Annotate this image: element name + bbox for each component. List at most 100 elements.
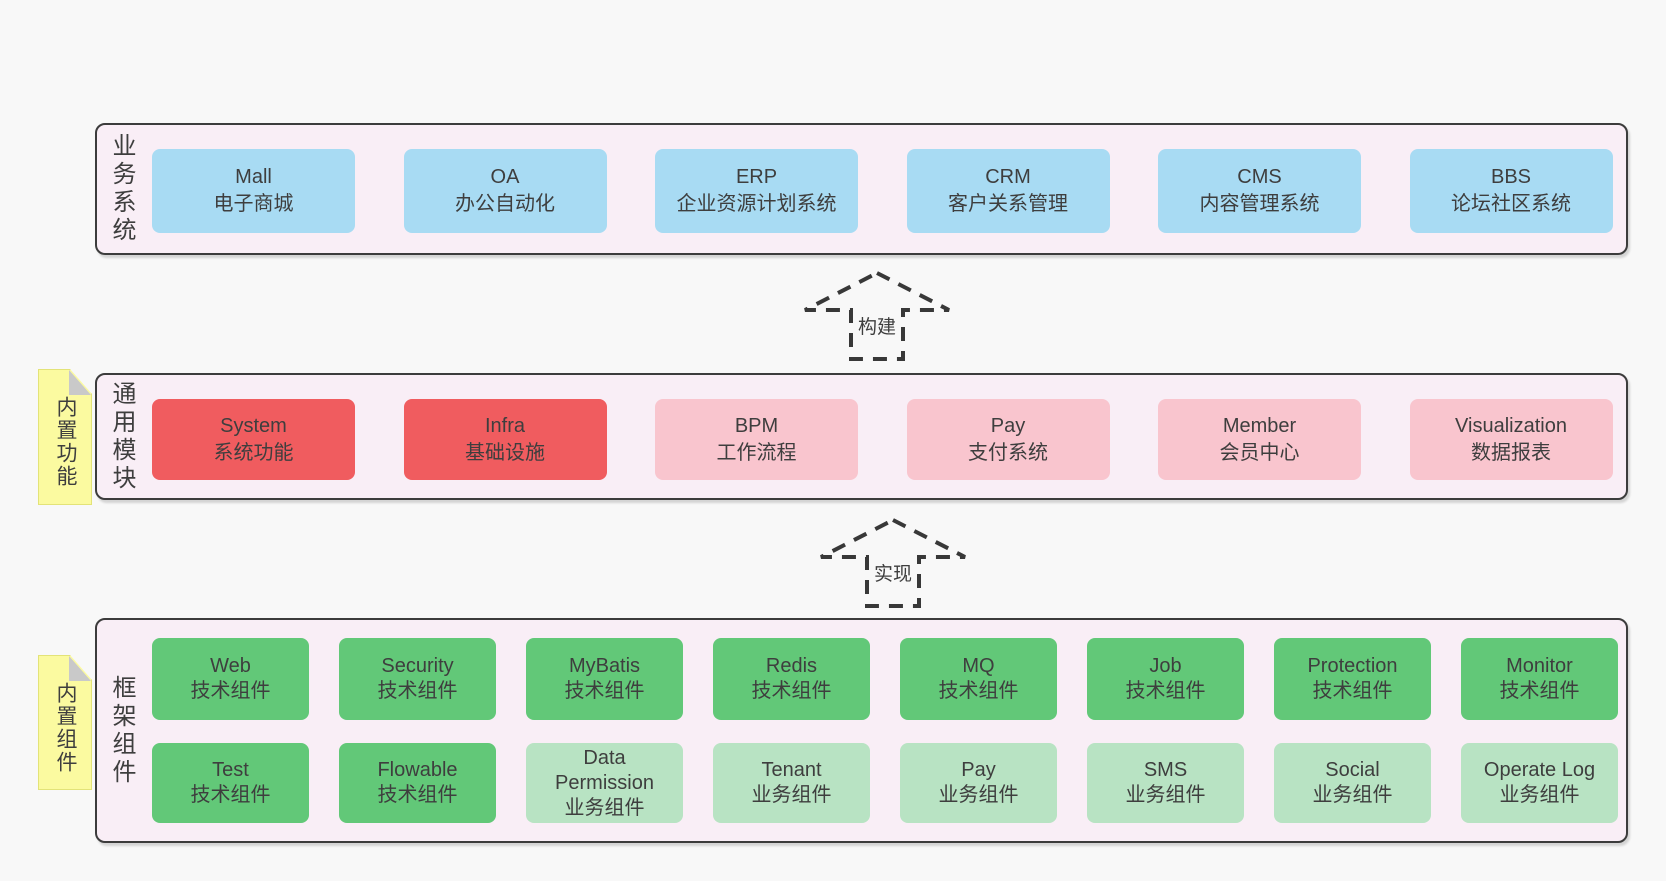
box-subtitle: 办公自动化 bbox=[455, 193, 555, 215]
box-erp: ERP 企业资源计划系统 bbox=[655, 149, 858, 233]
box-subtitle: 技术组件 bbox=[377, 784, 458, 806]
layer-components-label: 框架组件 bbox=[108, 674, 135, 787]
layer-business-systems: 业务系统 Mall 电子商城 OA 办公自动化 ERP 企业资源计划系统 CRM… bbox=[95, 123, 1628, 255]
box-subtitle: 技术组件 bbox=[751, 680, 832, 702]
box-name: Protection bbox=[1307, 655, 1398, 677]
box-name: Pay bbox=[990, 414, 1026, 437]
components-row-2: Test 技术组件 Flowable 技术组件 Data Permission … bbox=[152, 743, 1618, 823]
box-subtitle: 企业资源计划系统 bbox=[676, 193, 837, 215]
box-subtitle: 基础设施 bbox=[465, 441, 545, 464]
box-name: MyBatis bbox=[568, 655, 641, 677]
box-security: Security 技术组件 bbox=[339, 638, 496, 720]
box-redis: Redis 技术组件 bbox=[713, 638, 870, 720]
sticky-tag-builtin-functions: 内置功能 bbox=[38, 369, 92, 505]
layer-common-modules: 通用模块 System 系统功能 Infra 基础设施 BPM 工作流程 Pay… bbox=[95, 373, 1628, 500]
box-name: Infra bbox=[484, 414, 526, 437]
box-name: SMS bbox=[1143, 759, 1188, 781]
box-flowable: Flowable 技术组件 bbox=[339, 743, 496, 823]
box-name: Flowable bbox=[377, 759, 458, 781]
box-name: Web bbox=[210, 655, 251, 677]
modules-row: System 系统功能 Infra 基础设施 BPM 工作流程 Pay 支付系统… bbox=[152, 399, 1613, 480]
box-name: Pay bbox=[961, 759, 996, 781]
arrow-up-build-icon: 构建 bbox=[799, 267, 955, 363]
layer-modules-label: 通用模块 bbox=[108, 380, 135, 493]
box-name: ERP bbox=[735, 166, 778, 188]
box-name: BBS bbox=[1490, 166, 1532, 188]
box-subtitle: 技术组件 bbox=[564, 680, 645, 702]
dashed-up-arrow-icon bbox=[820, 517, 966, 608]
box-name: Job bbox=[1149, 655, 1182, 677]
box-subtitle: 技术组件 bbox=[190, 784, 271, 806]
box-mq: MQ 技术组件 bbox=[900, 638, 1057, 720]
box-protection: Protection 技术组件 bbox=[1274, 638, 1431, 720]
box-subtitle: 技术组件 bbox=[1499, 680, 1580, 702]
box-name: Security bbox=[381, 655, 454, 677]
box-subtitle: 技术组件 bbox=[190, 680, 271, 702]
box-name: Visualization bbox=[1455, 414, 1567, 437]
box-operate-log: Operate Log 业务组件 bbox=[1461, 743, 1618, 823]
box-name: Social bbox=[1325, 759, 1380, 781]
box-subtitle: 内容管理系统 bbox=[1199, 193, 1320, 215]
tag-label: 内置功能 bbox=[54, 396, 77, 488]
box-name: CMS bbox=[1237, 166, 1282, 188]
box-system: System 系统功能 bbox=[152, 399, 355, 480]
box-mall: Mall 电子商城 bbox=[152, 149, 355, 233]
box-cms: CMS 内容管理系统 bbox=[1158, 149, 1361, 233]
box-visualization: Visualization 数据报表 bbox=[1409, 399, 1613, 480]
layer-business-label: 业务系统 bbox=[108, 133, 135, 245]
box-name: Redis bbox=[765, 655, 818, 677]
box-name: Mall bbox=[235, 166, 272, 188]
box-mybatis: MyBatis 技术组件 bbox=[526, 638, 683, 720]
folded-corner-icon bbox=[69, 656, 91, 681]
box-subtitle: 客户关系管理 bbox=[948, 193, 1068, 215]
box-name: Tenant bbox=[761, 759, 822, 781]
box-tenant: Tenant 业务组件 bbox=[713, 743, 870, 823]
box-crm: CRM 客户关系管理 bbox=[906, 149, 1110, 233]
box-name: BPM bbox=[734, 414, 779, 437]
box-name: MQ bbox=[962, 655, 995, 677]
folded-corner-icon bbox=[69, 370, 91, 395]
box-pay-component: Pay 业务组件 bbox=[900, 743, 1057, 823]
box-pay-module: Pay 支付系统 bbox=[906, 399, 1110, 480]
box-subtitle: 技术组件 bbox=[377, 680, 458, 702]
box-subtitle: 技术组件 bbox=[938, 680, 1019, 702]
box-subtitle: 业务组件 bbox=[1312, 784, 1393, 806]
box-name: Test bbox=[212, 759, 249, 781]
box-name: Operate Log bbox=[1483, 759, 1596, 781]
box-subtitle: 工作流程 bbox=[716, 441, 797, 464]
components-row-1: Web 技术组件 Security 技术组件 MyBatis 技术组件 Redi… bbox=[152, 638, 1618, 720]
tag-label: 内置组件 bbox=[54, 681, 77, 774]
box-sms: SMS 业务组件 bbox=[1087, 743, 1244, 823]
box-subtitle: 论坛社区系统 bbox=[1451, 193, 1571, 215]
box-member: Member 会员中心 bbox=[1158, 399, 1361, 480]
box-web: Web 技术组件 bbox=[152, 638, 309, 720]
box-name: CRM bbox=[985, 166, 1031, 188]
sticky-tag-builtin-components: 内置组件 bbox=[38, 655, 92, 790]
dashed-up-arrow-icon bbox=[804, 270, 950, 361]
box-subtitle: 业务组件 bbox=[564, 796, 645, 819]
box-name: Data Permission bbox=[555, 746, 654, 794]
box-subtitle: 系统功能 bbox=[213, 441, 294, 464]
box-social: Social 业务组件 bbox=[1274, 743, 1431, 823]
box-monitor: Monitor 技术组件 bbox=[1461, 638, 1618, 720]
box-subtitle: 电子商城 bbox=[213, 193, 294, 215]
box-bpm: BPM 工作流程 bbox=[655, 399, 858, 480]
box-name: OA bbox=[490, 166, 520, 188]
box-subtitle: 业务组件 bbox=[751, 784, 832, 806]
box-name: System bbox=[220, 414, 287, 437]
box-test: Test 技术组件 bbox=[152, 743, 309, 823]
arrow-build-label: 构建 bbox=[854, 311, 900, 340]
box-subtitle: 支付系统 bbox=[968, 441, 1048, 464]
box-infra: Infra 基础设施 bbox=[403, 399, 607, 480]
box-subtitle: 业务组件 bbox=[1125, 784, 1206, 806]
business-row: Mall 电子商城 OA 办公自动化 ERP 企业资源计划系统 CRM 客户关系… bbox=[152, 149, 1613, 233]
box-bbs: BBS 论坛社区系统 bbox=[1409, 149, 1613, 233]
arrow-implement-label: 实现 bbox=[870, 558, 916, 587]
arrow-up-implement-icon: 实现 bbox=[815, 514, 971, 610]
box-data-permission: Data Permission 业务组件 bbox=[526, 743, 683, 823]
box-subtitle: 会员中心 bbox=[1219, 441, 1300, 464]
box-name: Monitor bbox=[1506, 655, 1573, 677]
box-job: Job 技术组件 bbox=[1087, 638, 1244, 720]
box-subtitle: 技术组件 bbox=[1125, 680, 1206, 702]
